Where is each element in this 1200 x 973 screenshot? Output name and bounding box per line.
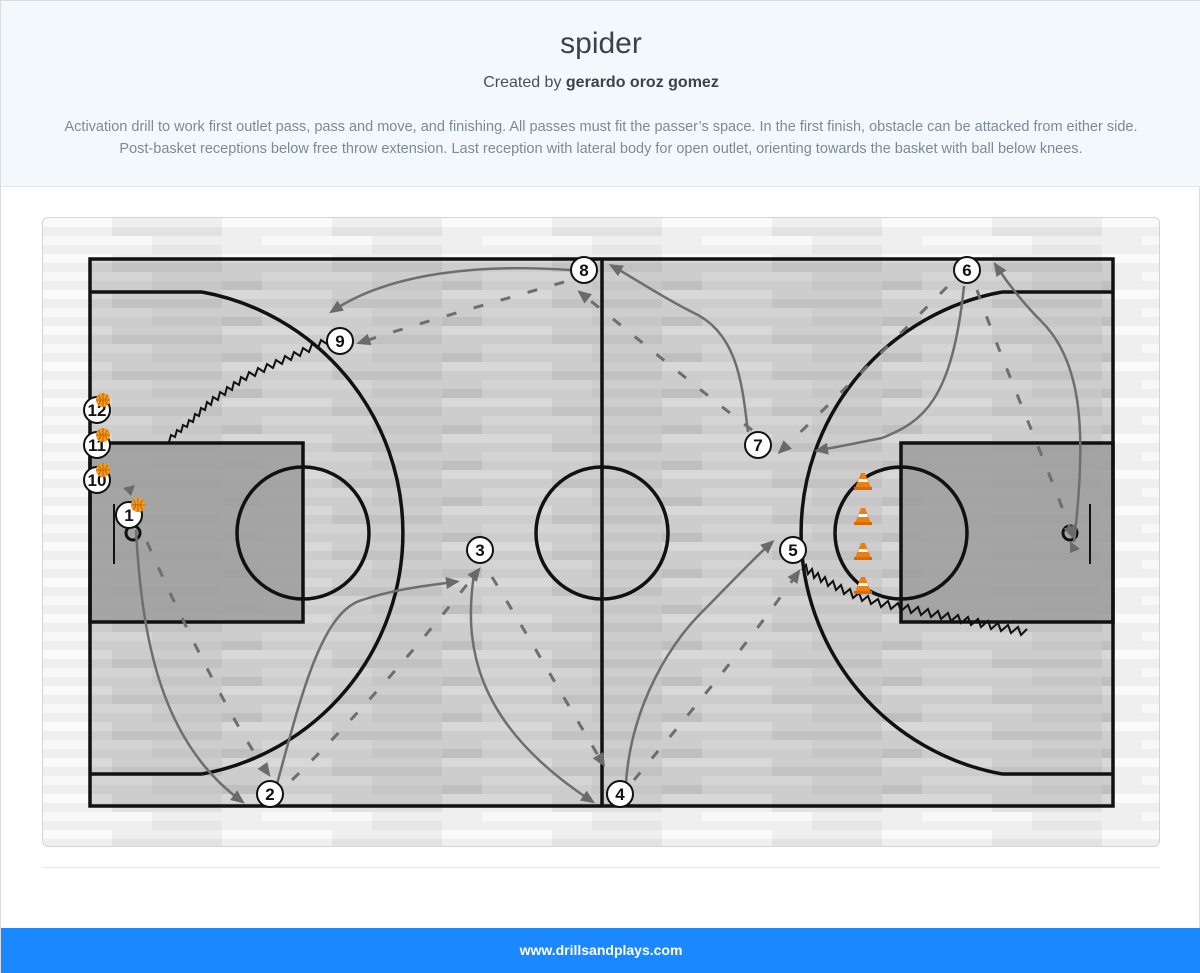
content-divider <box>42 867 1160 868</box>
svg-text:4: 4 <box>615 785 625 804</box>
svg-text:3: 3 <box>475 541 484 560</box>
drill-description: Activation drill to work first outlet pa… <box>64 119 1138 157</box>
svg-text:1: 1 <box>124 506 133 525</box>
svg-text:8: 8 <box>579 261 588 280</box>
player-7: 7 <box>744 431 772 459</box>
player-2: 2 <box>256 780 284 808</box>
player-1: 1 <box>115 497 146 529</box>
ball-icon <box>95 427 111 443</box>
svg-text:9: 9 <box>335 332 344 351</box>
svg-text:6: 6 <box>962 261 971 280</box>
court-diagram: 1 2 3 4 5 6 <box>42 217 1160 847</box>
right-paint <box>901 443 1113 622</box>
drill-header: spider Created by gerardo oroz gomez Act… <box>1 1 1200 187</box>
left-paint <box>90 443 303 622</box>
player-10: 10 <box>83 462 111 494</box>
player-4: 4 <box>606 780 634 808</box>
dribble-paths <box>168 338 1028 637</box>
site-link[interactable]: www.drillsandplays.com <box>519 942 683 958</box>
svg-text:7: 7 <box>753 436 762 455</box>
court-lines <box>88 257 1115 808</box>
pass-paths <box>145 280 1075 782</box>
player-11: 11 <box>83 427 111 459</box>
player-8: 8 <box>570 256 598 284</box>
ball-icon <box>130 497 146 513</box>
created-by-prefix: Created by <box>483 74 562 91</box>
ball-icon <box>95 392 111 408</box>
player-3: 3 <box>466 536 494 564</box>
player-5: 5 <box>779 536 807 564</box>
player-12: 12 <box>83 392 111 424</box>
footer-bar: www.drillsandplays.com <box>1 928 1200 973</box>
ball-icon <box>95 462 111 478</box>
player-6: 6 <box>953 256 981 284</box>
author-line: Created by gerardo oroz gomez <box>1 74 1200 92</box>
movement-paths <box>134 262 1082 804</box>
svg-text:2: 2 <box>265 785 274 804</box>
svg-text:5: 5 <box>788 541 797 560</box>
drill-title: spider <box>560 27 642 60</box>
author-name: gerardo oroz gomez <box>565 74 719 91</box>
players: 1 2 3 4 5 6 <box>83 256 981 808</box>
player-9: 9 <box>326 327 354 355</box>
